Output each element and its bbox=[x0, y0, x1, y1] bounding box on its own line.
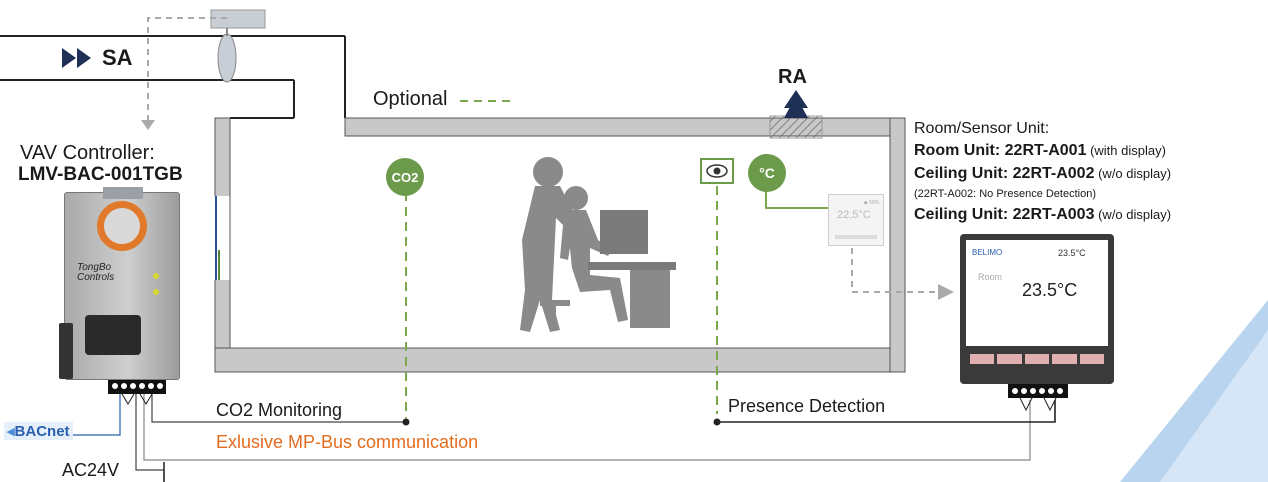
controller-clamp bbox=[97, 201, 147, 251]
display-room-label: Room bbox=[978, 272, 1003, 282]
co2-monitoring-label: CO2 Monitoring bbox=[216, 400, 343, 420]
double-arrow-icon bbox=[62, 48, 76, 68]
floor-wall bbox=[214, 347, 906, 373]
presence-wire bbox=[717, 400, 1056, 423]
hatch-grille-icon bbox=[769, 115, 823, 139]
right-wall bbox=[889, 117, 906, 373]
controller-terminal bbox=[108, 378, 166, 405]
room-unit-title: Room/Sensor Unit: bbox=[914, 120, 1050, 137]
manual-override-knob bbox=[85, 315, 141, 355]
display-buttons bbox=[970, 354, 1105, 364]
bacnet-logo: ◂BACnet bbox=[4, 422, 73, 440]
ac24v-label: AC24V bbox=[62, 460, 120, 480]
wall-sensor-reading: 22,5°C bbox=[837, 209, 871, 221]
room-unit-line2: Ceiling Unit: 22RT-A002 (w/o display) bbox=[914, 165, 1172, 182]
room-unit-line4: Ceiling Unit: 22RT-A003 (w/o display) bbox=[914, 206, 1172, 223]
status-led bbox=[153, 289, 159, 295]
room-unit-line3: (22RT-A002: No Presence Detection) bbox=[914, 188, 1096, 200]
display-top-reading: 23.5°C bbox=[1058, 248, 1086, 258]
down-arrow-icon bbox=[141, 120, 155, 130]
optional-label: Optional bbox=[373, 88, 448, 110]
right-arrow-icon bbox=[938, 284, 954, 300]
temperature-sensor-badge: °C bbox=[748, 154, 786, 192]
person-silhouette-icon bbox=[520, 157, 676, 332]
display-main-reading: 23.5°C bbox=[1022, 280, 1078, 300]
ra-label: RA bbox=[778, 66, 807, 88]
eye-icon bbox=[700, 158, 734, 184]
display-unit-terminal bbox=[1008, 384, 1068, 412]
controller-brand: TongBo Controls bbox=[77, 262, 115, 283]
vav-controller-device: TongBo Controls bbox=[59, 187, 180, 380]
vav-title: VAV Controller: bbox=[20, 142, 155, 164]
control-link-line bbox=[147, 17, 227, 120]
mpbus-label: Exlusive MP-Bus communication bbox=[216, 432, 479, 452]
corner-accent-inner bbox=[1160, 330, 1268, 482]
unit-link-line bbox=[851, 248, 940, 293]
status-led bbox=[153, 273, 159, 279]
room-display-screen: BELIMO 23.5°C Room 23.5°C bbox=[966, 240, 1108, 346]
co2-sensor-badge: CO2 bbox=[386, 158, 424, 196]
wall-sensor-unit: ◆ 50% 22,5°C bbox=[828, 194, 884, 246]
display-brand: BELIMO bbox=[972, 248, 1003, 257]
room-unit-line1: Room Unit: 22RT-A001 (with display) bbox=[914, 142, 1166, 159]
damper-icon bbox=[217, 33, 237, 83]
ac24v-wire bbox=[135, 392, 165, 482]
presence-detection-label: Presence Detection bbox=[728, 396, 886, 416]
co2-wire bbox=[151, 392, 406, 423]
temp-sensor-link bbox=[765, 185, 828, 209]
room-display-unit: BELIMO 23.5°C Room 23.5°C bbox=[960, 234, 1114, 384]
mpbus-wire bbox=[143, 392, 1031, 461]
actuator-on-duct bbox=[210, 9, 266, 29]
sa-label: SA bbox=[102, 45, 133, 70]
vav-model: LMV-BAC-001TGB bbox=[18, 164, 183, 185]
